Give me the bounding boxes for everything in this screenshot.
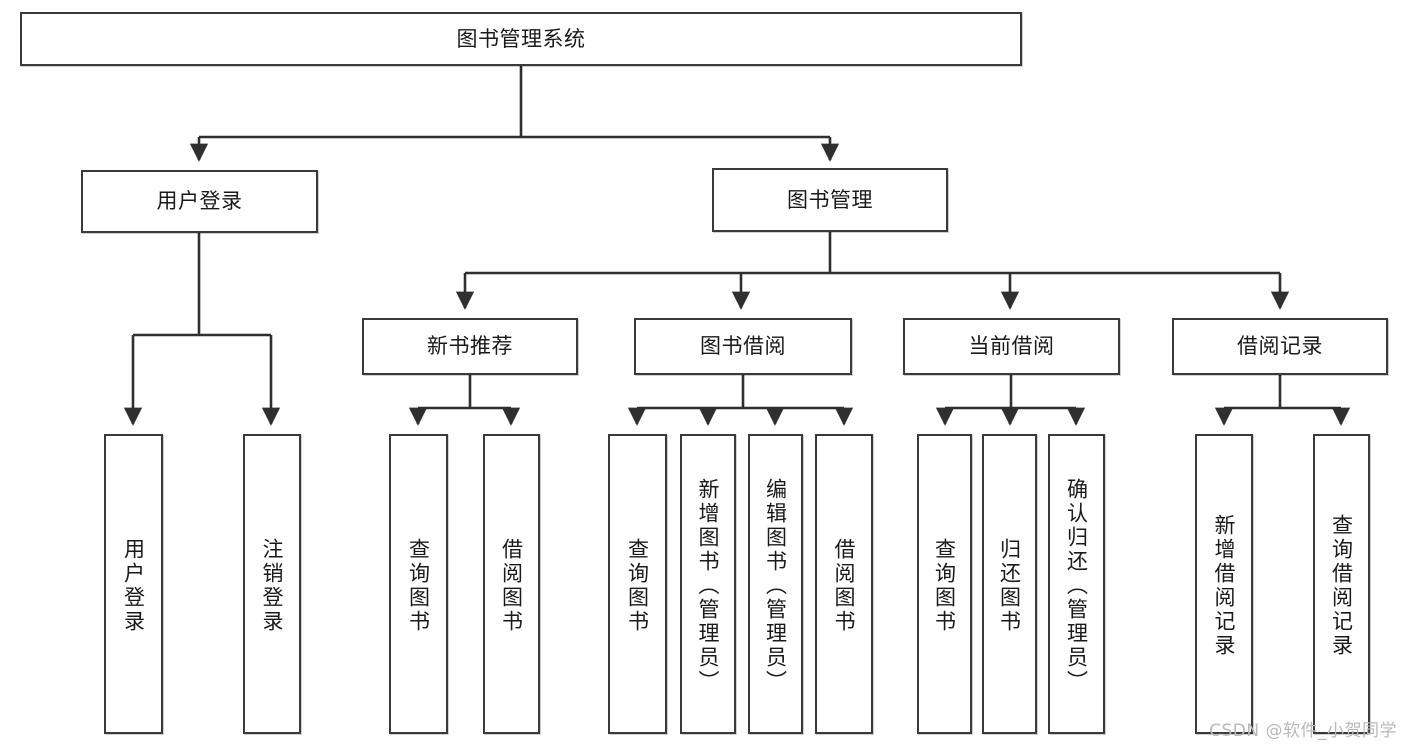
node-label: 图书借阅 [700,334,786,359]
node-label: 借阅记录 [1237,334,1323,359]
node-label: 归还图书 [997,538,1022,634]
node-label: 当前借阅 [968,334,1055,359]
node-label: 编辑图书（管理员） [763,478,788,694]
leaf-borrow-query-book[interactable]: 查询图书 [608,434,667,734]
node-label: 图书管理系统 [456,26,586,51]
node-label: 图书管理 [787,187,873,212]
leaf-user-login-signin[interactable]: 用户登录 [104,434,163,734]
leaf-current-return-book[interactable]: 归还图书 [982,434,1037,734]
leaf-current-query-book[interactable]: 查询图书 [917,434,972,734]
node-label: 用户登录 [156,189,243,214]
node-label: 新书推荐 [427,334,513,359]
node-label: 新增借阅记录 [1212,514,1237,658]
node-label: 查询借阅记录 [1329,514,1354,658]
node-current-borrow[interactable]: 当前借阅 [903,318,1120,375]
node-new-book-recommend[interactable]: 新书推荐 [362,318,578,375]
node-label: 借阅图书 [832,538,857,634]
node-label: 查询图书 [932,538,957,634]
node-user-login[interactable]: 用户登录 [81,170,318,233]
node-root-system[interactable]: 图书管理系统 [20,12,1022,66]
node-label: 查询图书 [406,538,431,634]
node-book-management[interactable]: 图书管理 [712,168,948,232]
node-label: 用户登录 [121,538,146,634]
csdn-watermark: CSDN @软件_小贺同学 [1209,721,1397,741]
leaf-current-confirm-return-admin[interactable]: 确认归还（管理员） [1048,434,1105,734]
node-label: 注销登录 [260,538,285,634]
node-label: 新增图书（管理员） [696,478,721,694]
leaf-record-add-record[interactable]: 新增借阅记录 [1195,434,1253,734]
node-label: 借阅图书 [499,538,524,634]
leaf-borrow-edit-book-admin[interactable]: 编辑图书（管理员） [748,434,803,734]
node-label: 确认归还（管理员） [1064,478,1089,694]
leaf-borrow-borrow-book[interactable]: 借阅图书 [815,434,873,734]
leaf-user-login-signout[interactable]: 注销登录 [243,434,301,734]
node-book-borrow[interactable]: 图书借阅 [634,318,852,375]
leaf-new-book-query[interactable]: 查询图书 [389,434,448,734]
leaf-new-book-borrow[interactable]: 借阅图书 [483,434,540,734]
leaf-borrow-add-book-admin[interactable]: 新增图书（管理员） [680,434,736,734]
leaf-record-query-record[interactable]: 查询借阅记录 [1313,434,1370,734]
node-borrow-record[interactable]: 借阅记录 [1172,318,1388,375]
node-label: 查询图书 [625,538,650,634]
